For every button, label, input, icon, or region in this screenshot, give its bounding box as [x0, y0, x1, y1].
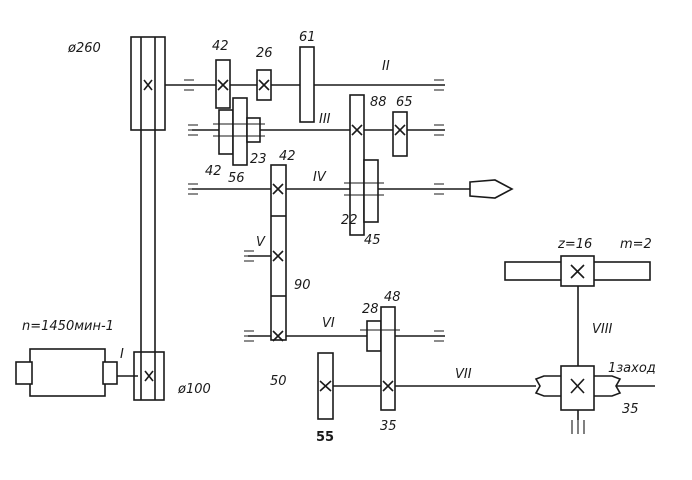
gear-23-label: 23 [250, 152, 267, 167]
belt-drive [130, 36, 166, 401]
shaft-viii-label: VIII [592, 322, 613, 337]
worm-35-label: 35 [622, 402, 639, 417]
one-start-label: 1заход [608, 361, 656, 376]
pulley-260-label: ø260 [67, 41, 101, 56]
pulley-260-fix-mark [143, 79, 153, 91]
gear-65-label: 65 [396, 95, 413, 110]
gear-26-label: 26 [256, 46, 273, 61]
bearing-ii-right [434, 79, 444, 91]
pulley-100-label: ø100 [177, 382, 211, 397]
pulley-100-fix-mark [144, 370, 154, 382]
gear-z16-fix-mark [570, 264, 585, 279]
gear-55-fix-mark [319, 380, 332, 392]
shaft-v-label: V [256, 235, 266, 250]
gear-42-top-label: 42 [212, 39, 229, 54]
gear-48-label: 48 [384, 290, 401, 305]
shaft-vi-label: VI [322, 316, 335, 331]
bearings [184, 79, 585, 434]
gear-88-fix-mark [351, 124, 363, 136]
gear-42-bottom-label: 42 [205, 164, 222, 179]
gear-42-90-50-column [270, 164, 287, 341]
bearing-iv-right [434, 183, 444, 195]
shaft-ii-gears [215, 46, 315, 123]
bearing-iii-right [434, 124, 444, 136]
motor-end-cap-right [102, 361, 118, 385]
worm-wheel [560, 365, 595, 411]
shaft-iii-gears [213, 94, 408, 236]
bearing-iii-left [188, 124, 198, 136]
gear-z16-label: z=16 [557, 237, 592, 252]
motor-body [29, 348, 106, 397]
gear-45 [363, 159, 379, 223]
gear-28-label: 28 [362, 302, 379, 317]
gear-61 [299, 46, 315, 123]
gear-50-fix-mark [272, 330, 284, 342]
motor-end-cap-left [15, 361, 33, 385]
gear-48-35-block [380, 306, 396, 411]
bearing-iv-left [188, 183, 198, 195]
bearing-ii-left [184, 79, 194, 91]
gear-42-fix-mark [217, 79, 229, 91]
shaft-i-label: I [120, 347, 124, 362]
gear-90-fix-mark [272, 250, 284, 262]
motor-speed-label: n=1450мин-1 [22, 319, 114, 334]
worm-drive [504, 255, 651, 420]
shaft-ii-label: II [382, 59, 390, 74]
gear-26-fix-mark [258, 79, 270, 91]
gear-55-label: 55 [316, 430, 334, 445]
shaft-iii-label: III [319, 112, 331, 127]
gear-42-iv-label: 42 [279, 149, 296, 164]
spindle-cone-icon [469, 179, 514, 199]
gear-88-label: 88 [370, 95, 387, 110]
shaft-iv-gears [270, 159, 514, 342]
gear-28 [366, 320, 382, 352]
gear-90-label: 90 [294, 278, 311, 293]
gear-42-iv-fix-mark [272, 183, 284, 195]
bearing-viii-bottom [571, 420, 585, 434]
motor [15, 348, 138, 397]
gear-50-label: 50 [270, 374, 287, 389]
gear-65 [392, 111, 408, 157]
shaft-vi-vii-gears [317, 306, 400, 420]
bearing-v-left [244, 250, 254, 262]
shaft-iv-label: IV [313, 170, 327, 185]
bearing-vi-right [434, 330, 444, 342]
gear-35-vii-label: 35 [380, 419, 397, 434]
gear-61-label: 61 [299, 30, 316, 45]
pulley-260 [130, 36, 166, 131]
shaft-vii-label: VII [455, 367, 472, 382]
gear-56 [232, 97, 248, 166]
bearing-vi-left [244, 330, 254, 342]
gear-56-label: 56 [228, 171, 245, 186]
labels: ø260 ø100 n=1450мин-1 I II III IV V VI V… [22, 30, 656, 445]
gear-45-label: 45 [364, 233, 381, 248]
gear-22-label: 22 [341, 213, 358, 228]
gear-42-shaft-iii [218, 109, 234, 155]
worm-fix-mark [570, 378, 585, 394]
gear-23 [246, 117, 261, 143]
gear-35-fix-mark [382, 380, 394, 392]
module-label: m=2 [620, 237, 652, 252]
gear-65-fix-mark [394, 124, 406, 136]
